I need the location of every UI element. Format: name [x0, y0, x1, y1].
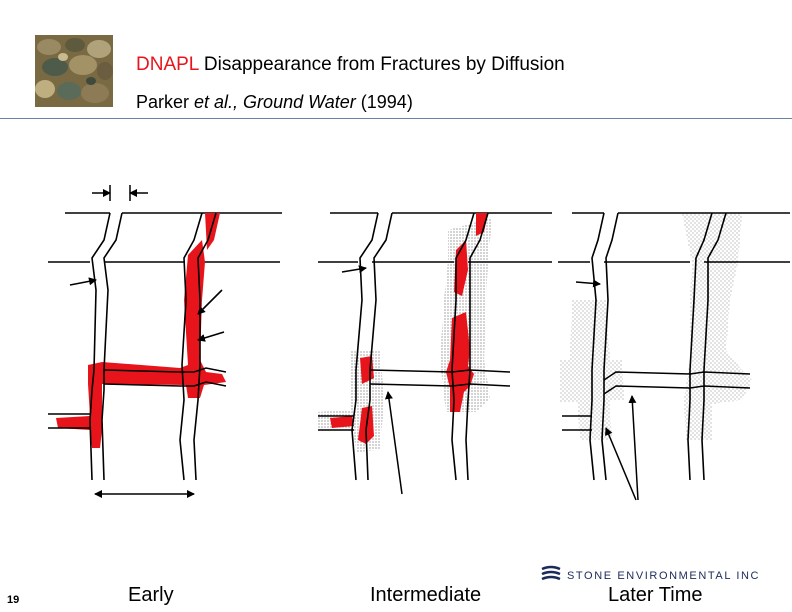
panel-early	[48, 185, 282, 498]
caption-early: Early	[128, 584, 174, 606]
citation: Parker et al., Ground Water (1994)	[136, 92, 413, 113]
stone-environmental-logo-icon	[541, 565, 561, 581]
caption-later-time: Later Time	[608, 584, 703, 606]
title-accent-dnapl: DNAPL	[136, 54, 199, 75]
page-number: 19	[7, 594, 20, 606]
rock-thumbnail-image	[35, 35, 113, 107]
citation-journal: et al., Ground Water	[194, 92, 356, 112]
citation-author: Parker	[136, 92, 195, 112]
company-logo-text: STONE ENVIRONMENTAL INC	[567, 570, 761, 582]
slide-title: DNAPL Disappearance from Fractures by Di…	[136, 54, 565, 76]
fracture-diffusion-diagram	[48, 185, 790, 501]
title-divider	[0, 118, 792, 119]
citation-year: (1994)	[355, 92, 413, 112]
panel-later-time	[558, 212, 790, 501]
caption-intermediate: Intermediate	[370, 584, 482, 606]
title-rest: Disappearance from Fractures by Diffusio…	[198, 54, 565, 75]
panel-intermediate	[318, 212, 552, 495]
